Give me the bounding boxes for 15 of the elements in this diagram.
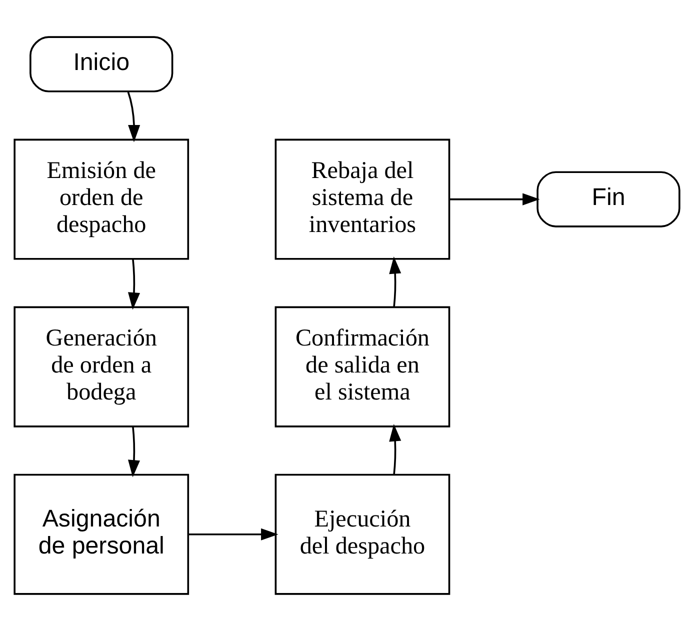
arrow: [389, 424, 402, 475]
arrow: [127, 92, 140, 142]
node-box: Fin: [536, 171, 680, 228]
arrow: [389, 256, 402, 308]
node-box: Generación de orden a bodega: [14, 306, 190, 428]
node-box: Asignación de personal: [14, 474, 190, 595]
node-box: Confirmación de salida en el sistema: [274, 306, 450, 428]
arrow: [128, 426, 140, 478]
arrow: [128, 259, 140, 310]
node-box: Ejecución del despacho: [274, 474, 450, 595]
node-box: Inicio: [30, 36, 174, 92]
node-box: Rebaja del sistema de inventarios: [274, 138, 450, 260]
node-box: Emisión de orden de despacho: [14, 138, 190, 260]
arrow: [188, 528, 278, 540]
arrow: [449, 193, 540, 206]
